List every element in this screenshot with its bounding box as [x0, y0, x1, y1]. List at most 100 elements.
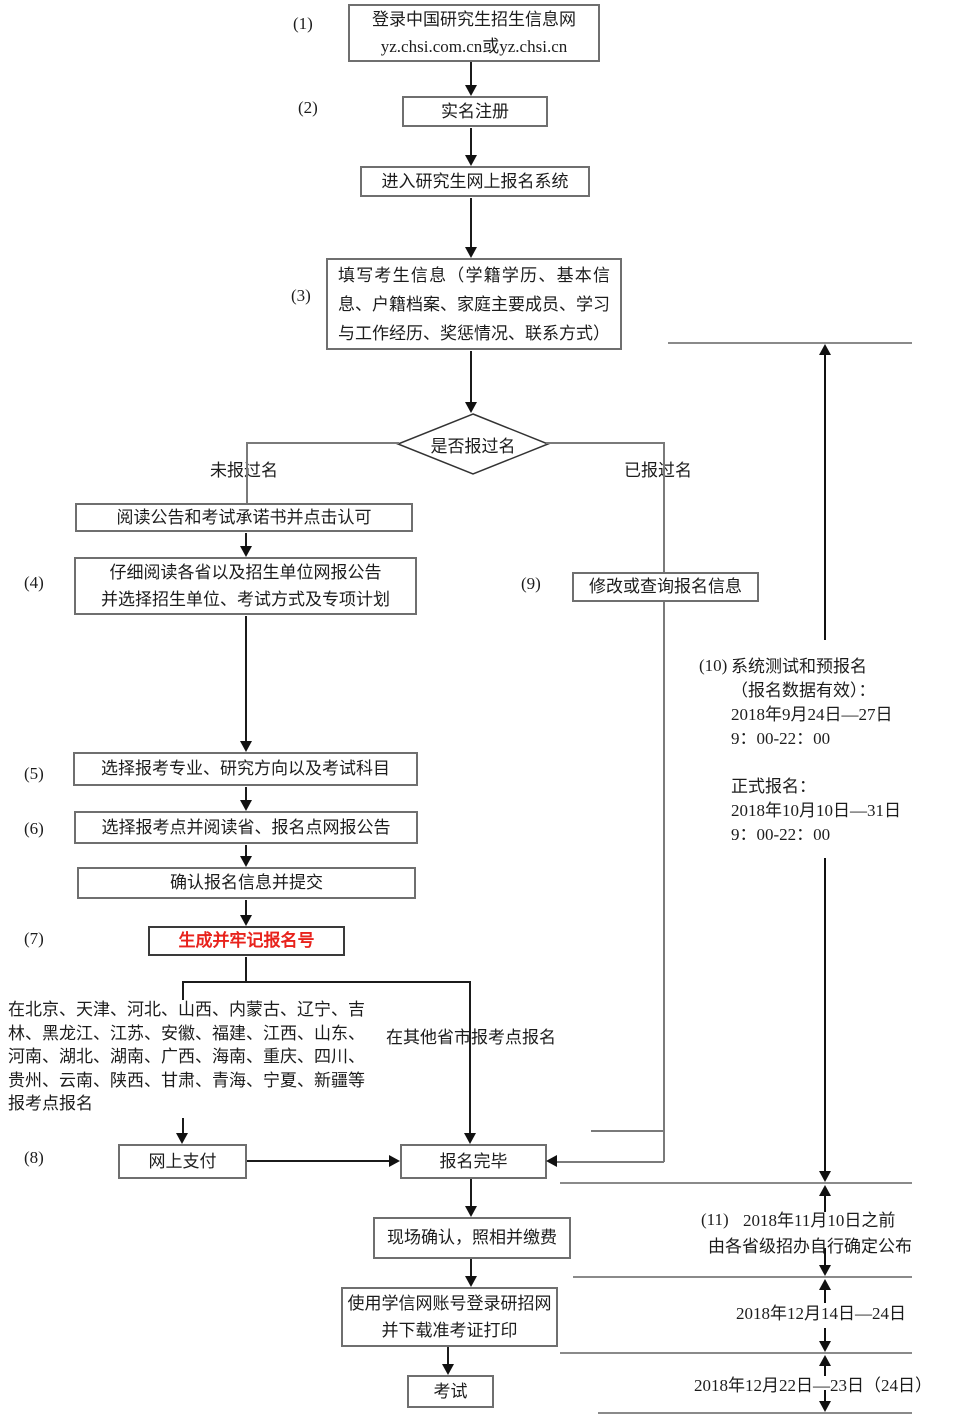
connector-notice-province	[245, 533, 247, 546]
connector-enter-fill	[470, 198, 472, 247]
arrowhead-seg14-up	[819, 1279, 831, 1290]
connector-branch-left-horizontal	[247, 442, 399, 444]
timeline-step11-line2: 由各省级招办自行确定公布	[708, 1237, 912, 1256]
connector-confirm-generate	[245, 900, 247, 915]
connector-register-enter	[470, 128, 472, 155]
connector-branch-left-drop	[246, 442, 248, 503]
step-number-6: (6)	[24, 819, 44, 838]
arrowhead-seg14-down	[819, 1341, 831, 1352]
connector-download-exam	[447, 1347, 449, 1364]
arrowhead-onsite	[465, 1206, 477, 1217]
arrowhead-enter	[465, 155, 477, 166]
timeline-line-complete	[560, 1182, 912, 1184]
connector-branch-right-horizontal	[546, 442, 665, 444]
connector-split-left-drop	[182, 982, 184, 1000]
connector-modify-complete-horizontal	[556, 1161, 664, 1163]
connector-seg22-lower	[824, 1390, 826, 1402]
timeline-line-download	[560, 1352, 912, 1354]
node-online-pay: 网上支付	[118, 1144, 247, 1179]
connector-login-register	[470, 62, 472, 86]
arrowhead-seg22-up	[819, 1355, 831, 1366]
node-confirm-submit: 确认报名信息并提交	[77, 867, 416, 899]
timeline-line-top	[668, 342, 912, 344]
arrowhead-fill	[465, 247, 477, 258]
connector-timeline-upper-stem	[824, 354, 826, 640]
node-modify-query: 修改或查询报名信息	[572, 572, 759, 602]
node-onsite-confirm: 现场确认，照相并缴费	[373, 1217, 571, 1259]
arrowhead-seg22-down	[819, 1401, 831, 1412]
connector-split-horizontal	[182, 981, 471, 983]
node-generate-number: 生成并牢记报名号	[148, 926, 345, 956]
connector-timeline-lower-stem	[824, 858, 826, 1171]
step-number-1: (1)	[293, 14, 313, 33]
step-number-4: (4)	[24, 573, 44, 592]
step-number-10: (10)	[699, 656, 728, 675]
arrowhead-confirm	[240, 856, 252, 867]
node-fill-info: 填写考生信息（学籍学历、基本信息、户籍档案、家庭主要成员、学习与工作经历、奖惩情…	[326, 258, 622, 350]
other-province-label: 在其他省市报考点报名	[386, 1028, 556, 1047]
decision-diamond-label: 是否报过名	[430, 436, 516, 456]
connector-province-major	[245, 616, 247, 741]
node-choose-major: 选择报考专业、研究方向以及考试科目	[73, 752, 418, 786]
timeline-line-bottom	[598, 1412, 912, 1414]
connector-onsite-download	[470, 1259, 472, 1276]
step-number-11: (11)	[701, 1210, 729, 1229]
connector-seg14-lower	[824, 1328, 826, 1342]
connector-point-confirm	[245, 845, 247, 856]
arrowhead-download	[465, 1276, 477, 1287]
node-read-province-notice: 仔细阅读各省以及招生单位网报公告 并选择招生单位、考试方式及专项计划	[74, 557, 417, 615]
step-number-8: (8)	[24, 1148, 44, 1167]
timeline-date-dec22: 2018年12月22日—23日（24日）	[694, 1376, 932, 1395]
arrowhead-online-pay	[176, 1133, 188, 1144]
connector-major-point	[245, 787, 247, 800]
arrowhead-decision	[465, 402, 477, 413]
node-exam: 考试	[407, 1375, 494, 1408]
connector-seg11-lower	[824, 1248, 826, 1266]
node-choose-point: 选择报考点并阅读省、报名点网报公告	[74, 811, 418, 844]
step-number-5: (5)	[24, 764, 44, 783]
step-number-2: (2)	[298, 98, 318, 117]
node-login: 登录中国研究生招生信息网 yz.chsi.com.cn或yz.chsi.cn	[348, 4, 600, 62]
province-list-text: 在北京、天津、河北、山西、内蒙古、辽宁、吉林、黑龙江、江苏、安徽、福建、江西、山…	[8, 1000, 365, 1113]
arrowhead-generate	[240, 915, 252, 926]
node-register: 实名注册	[402, 96, 548, 127]
connector-right-stub	[591, 1130, 665, 1132]
connector-complete-onsite	[470, 1179, 472, 1206]
timeline-line-onsite	[573, 1276, 912, 1278]
connector-generate-split	[245, 957, 247, 982]
timeline-step10-text: 系统测试和预报名 （报名数据有效）： 2018年9月24日—27日 9：00-2…	[731, 657, 901, 844]
branch-label-not-registered: 未报过名	[210, 461, 278, 480]
arrowhead-timeline-complete-down	[819, 1171, 831, 1182]
timeline-date-dec14: 2018年12月14日—24日	[736, 1304, 906, 1323]
arrowhead-exam	[442, 1364, 454, 1375]
arrowhead-timeline-top-up	[819, 344, 831, 355]
arrowhead-read-province	[240, 546, 252, 557]
arrowhead-complete-top	[464, 1133, 476, 1144]
connector-provinces-pay	[182, 1118, 184, 1133]
connector-pay-complete	[247, 1160, 389, 1162]
timeline-step11-line1: 2018年11月10日之前	[743, 1211, 896, 1230]
node-read-notice: 阅读公告和考试承诺书并点击认可	[75, 503, 413, 532]
arrowhead-register	[465, 85, 477, 96]
branch-label-registered: 已报过名	[624, 461, 692, 480]
node-enter-system: 进入研究生网上报名系统	[360, 166, 590, 197]
step-number-9: (9)	[521, 574, 541, 593]
arrowhead-choose-point	[240, 800, 252, 811]
arrowhead-choose-major	[240, 741, 252, 752]
connector-seg22-upper	[824, 1365, 826, 1376]
connector-seg14-upper	[824, 1289, 826, 1303]
arrowhead-complete-left	[389, 1155, 400, 1167]
connector-split-right-drop	[469, 982, 471, 1133]
arrowhead-complete-right	[546, 1155, 557, 1167]
connector-seg11-upper	[824, 1195, 826, 1212]
step-number-3: (3)	[291, 286, 311, 305]
node-download-ticket: 使用学信网账号登录研招网 并下载准考证打印	[341, 1287, 558, 1347]
connector-modify-complete-drop	[663, 602, 665, 1162]
connector-branch-right-drop-upper	[663, 442, 665, 572]
connector-fill-decision	[470, 351, 472, 402]
arrowhead-seg11-down	[819, 1265, 831, 1276]
step-number-7: (7)	[24, 929, 44, 948]
node-complete: 报名完毕	[400, 1144, 547, 1179]
decision-diamond-shape	[395, 413, 551, 475]
